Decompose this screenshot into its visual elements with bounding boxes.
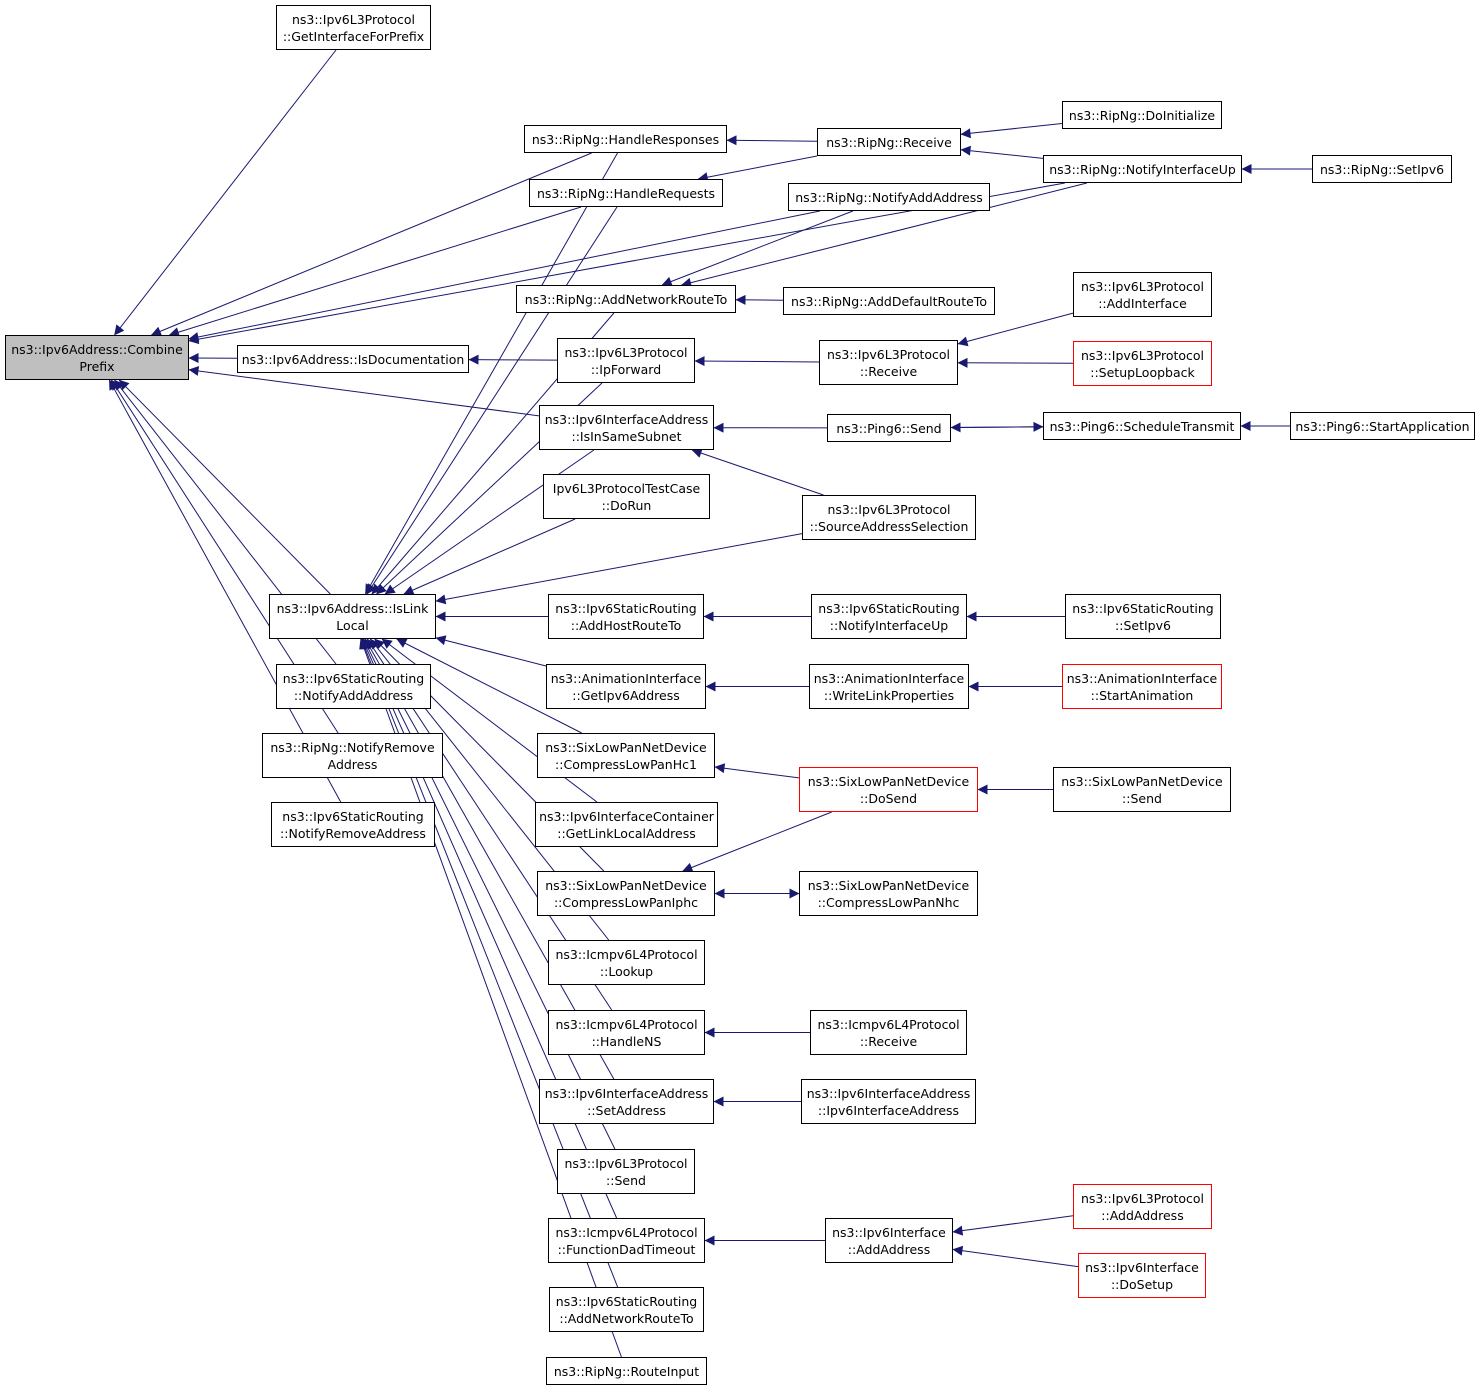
edge-doInitialize-to-ripReceive (960, 123, 1063, 139)
edge-handleResponses-to-isLinkLocal (364, 152, 618, 595)
node-ripng-handle-responses[interactable]: ns3::RipNg::HandleResponses (524, 125, 727, 153)
node-interface-add-address[interactable]: ns3::Ipv6Interface::AddAddress (825, 1218, 953, 1263)
edge-l3Send-to-isLinkLocal (363, 638, 616, 1150)
edge-addInterface-to-l3Receive (957, 312, 1074, 347)
edge-testDoRun-to-isLinkLocal (403, 518, 576, 595)
edge-isLinkLocal-to-root (118, 379, 331, 595)
node-ripng-add-network-route-to[interactable]: ns3::RipNg::AddNetworkRouteTo (516, 285, 736, 313)
edge-isInSameSubnet-to-isLinkLocal (384, 449, 595, 595)
edge-handleRequests-to-root (168, 206, 582, 337)
edge-ripNotifyAddAddress-to-root (188, 210, 820, 342)
edge-notifyInterfaceUp-to-addNetworkRouteTo (681, 182, 1088, 288)
node-interface-address-set-address[interactable]: ns3::Ipv6InterfaceAddress::SetAddress (539, 1079, 714, 1124)
edge-sourceAddressSelection-to-isInSameSubnet (691, 448, 824, 496)
node-static-routing-add-host-route-to[interactable]: ns3::Ipv6StaticRouting::AddHostRouteTo (548, 594, 704, 639)
node-get-link-local-address[interactable]: ns3::Ipv6InterfaceContainer::GetLinkLoca… (535, 802, 718, 847)
node-ping6-schedule-transmit[interactable]: ns3::Ping6::ScheduleTransmit (1043, 412, 1241, 440)
edge-doSend-to-compressLowPanIphc (682, 811, 832, 873)
node-ripng-notify-add-address[interactable]: ns3::RipNg::NotifyAddAddress (788, 183, 990, 211)
edge-ipForward-to-isDocumentation (468, 354, 558, 365)
edge-isInSameSubnet-to-root (188, 365, 540, 417)
node-l3-setup-loopback[interactable]: ns3::Ipv6L3Protocol::SetupLoopback (1073, 341, 1212, 386)
node-sixlowpan-send[interactable]: ns3::SixLowPanNetDevice::Send (1053, 767, 1231, 812)
node-get-interface-for-prefix[interactable]: ns3::Ipv6L3Protocol::GetInterfaceForPref… (276, 5, 431, 50)
node-write-link-properties[interactable]: ns3::AnimationInterface::WriteLinkProper… (809, 664, 969, 709)
node-compress-lowpan-nhc[interactable]: ns3::SixLowPanNetDevice::CompressLowPanN… (799, 871, 978, 916)
node-compress-lowpan-iphc[interactable]: ns3::SixLowPanNetDevice::CompressLowPanI… (537, 871, 715, 916)
node-interface-do-setup[interactable]: ns3::Ipv6Interface::DoSetup (1078, 1253, 1206, 1298)
node-icmpv6-receive[interactable]: ns3::Icmpv6L4Protocol::Receive (810, 1010, 967, 1055)
node-ping6-start-application[interactable]: ns3::Ping6::StartApplication (1290, 412, 1475, 440)
edge-srNotifyRemoveAddress-to-root (108, 379, 342, 803)
node-source-address-selection[interactable]: ns3::Ipv6L3Protocol::SourceAddressSelect… (802, 495, 976, 540)
edge-notifyInterfaceUp-to-ripReceive (960, 145, 1044, 159)
edge-iaSetAddress-to-isLinkLocal (364, 638, 615, 1080)
node-ripng-add-default-route-to[interactable]: ns3::RipNg::AddDefaultRouteTo (783, 287, 995, 315)
node-static-routing-add-network-route-to[interactable]: ns3::Ipv6StaticRouting::AddNetworkRouteT… (549, 1287, 704, 1332)
edge-ping6Send-to-scheduleTransmit (950, 421, 1044, 432)
node-ping6-send[interactable]: ns3::Ping6::Send (827, 414, 951, 442)
node-test-case-do-run[interactable]: Ipv6L3ProtocolTestCase::DoRun (543, 474, 710, 519)
node-is-documentation[interactable]: ns3::Ipv6Address::IsDocumentation (237, 345, 469, 373)
node-static-routing-notify-interface-up[interactable]: ns3::Ipv6StaticRouting::NotifyInterfaceU… (811, 594, 967, 639)
edge-ripNotifyAddAddress-to-addNetworkRouteTo (661, 210, 854, 287)
node-l3-add-interface[interactable]: ns3::Ipv6L3Protocol::AddInterface (1073, 272, 1212, 317)
node-animation-start-animation[interactable]: ns3::AnimationInterface::StartAnimation (1062, 664, 1222, 709)
node-ripng-set-ipv6[interactable]: ns3::RipNg::SetIpv6 (1312, 155, 1452, 183)
edge-ripReceive-to-handleResponses (726, 135, 818, 146)
node-ripng-handle-requests[interactable]: ns3::RipNg::HandleRequests (529, 179, 723, 207)
node-interface-address-constructor[interactable]: ns3::Ipv6InterfaceAddress::Ipv6Interface… (801, 1079, 976, 1124)
node-l3-ip-forward[interactable]: ns3::Ipv6L3Protocol::IpForward (557, 338, 695, 383)
edge-getIpv6Address-to-isLinkLocal (435, 635, 547, 667)
node-ripng-route-input[interactable]: ns3::RipNg::RouteInput (546, 1357, 707, 1385)
node-icmpv6-handle-ns[interactable]: ns3::Icmpv6L4Protocol::HandleNS (548, 1010, 705, 1055)
node-l3-receive[interactable]: ns3::Ipv6L3Protocol::Receive (819, 340, 958, 385)
edge-l3AddAddress-to-ifAddAddress (952, 1215, 1074, 1236)
node-ripng-do-initialize[interactable]: ns3::RipNg::DoInitialize (1062, 101, 1222, 129)
edge-l3Receive-to-ipForward (694, 356, 820, 367)
edge-compressLowPanHc1-to-isLinkLocal (396, 638, 582, 734)
node-static-routing-notify-remove-address[interactable]: ns3::Ipv6StaticRouting::NotifyRemoveAddr… (271, 802, 435, 847)
node-l3-send[interactable]: ns3::Ipv6L3Protocol::Send (557, 1149, 695, 1194)
node-icmpv6-lookup[interactable]: ns3::Icmpv6L4Protocol::Lookup (548, 940, 705, 985)
edge-sourceAddressSelection-to-isLinkLocal (435, 533, 803, 605)
edge-ifDoSetup-to-ifAddAddress (952, 1245, 1079, 1268)
node-animation-get-ipv6-address[interactable]: ns3::AnimationInterface::GetIpv6Address (546, 664, 706, 709)
node-static-routing-set-ipv6[interactable]: ns3::Ipv6StaticRouting::SetIpv6 (1065, 594, 1221, 639)
edge-handleRequests-to-isLinkLocal (366, 206, 618, 595)
edge-doSend-to-compressLowPanHc1 (714, 763, 800, 779)
node-is-in-same-subnet[interactable]: ns3::Ipv6InterfaceAddress::IsInSameSubne… (539, 405, 714, 450)
node-ripng-receive[interactable]: ns3::RipNg::Receive (817, 128, 961, 156)
node-static-routing-notify-add-address[interactable]: ns3::Ipv6StaticRouting::NotifyAddAddress (276, 664, 431, 709)
edge-functionDadTimeout-to-isLinkLocal (361, 638, 618, 1219)
node-compress-lowpan-hc1[interactable]: ns3::SixLowPanNetDevice::CompressLowPanH… (537, 733, 715, 778)
edge-ripReceive-to-handleRequests (697, 155, 818, 183)
node-sixlowpan-do-send[interactable]: ns3::SixLowPanNetDevice::DoSend (799, 767, 978, 812)
edge-getInterfaceForPrefix-to-root (114, 49, 337, 336)
node-l3-add-address[interactable]: ns3::Ipv6L3Protocol::AddAddress (1073, 1184, 1212, 1229)
edge-handleResponses-to-root (150, 152, 592, 336)
node-function-dad-timeout[interactable]: ns3::Icmpv6L4Protocol::FunctionDadTimeou… (548, 1218, 705, 1263)
node-ripng-notify-interface-up[interactable]: ns3::RipNg::NotifyInterfaceUp (1043, 155, 1242, 183)
